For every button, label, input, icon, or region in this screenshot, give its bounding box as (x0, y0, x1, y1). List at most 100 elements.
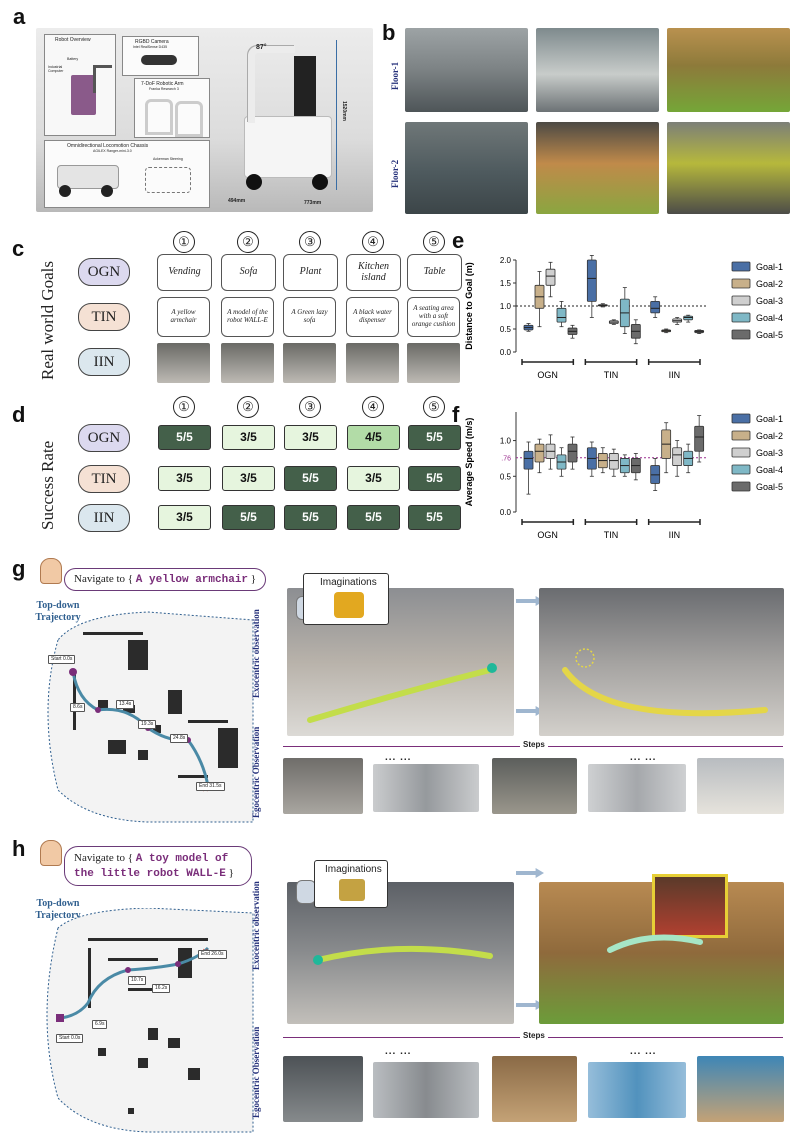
ogn-goal-box: Table (407, 254, 462, 291)
success-rate-cell: 3/5 (347, 466, 400, 491)
ogn-goal-box: Vending (157, 254, 212, 291)
nav-instruction-g: Navigate to { A yellow armchair } (64, 568, 267, 591)
path-arrow-g2 (562, 648, 768, 717)
height-label: 1520mm (341, 100, 348, 122)
row-iin-d: IIN (78, 504, 130, 532)
floor2-photo-1 (405, 122, 528, 214)
industrial-label: Industrial Computer (48, 65, 64, 73)
y-tick-label: 1.5 (500, 279, 512, 288)
robot-photo: Robot Overview Industrial Computer Batte… (36, 28, 373, 212)
person-icon (40, 558, 62, 584)
wheel-icon (59, 185, 71, 197)
legend-label: Goal-5 (756, 330, 783, 340)
tin-goal-box: A yellow armchair (157, 297, 210, 337)
topdown-label-h: Top-down Trajectory (35, 898, 81, 921)
group-label: IIN (669, 530, 681, 540)
time-4-h: 16.2s (152, 984, 171, 993)
y-tick-label: 2.0 (500, 256, 512, 265)
panel-label-c: c (12, 236, 25, 261)
legend-swatch (731, 430, 751, 441)
panel-label-e: e (452, 228, 465, 253)
arm-title: 7-DoF Robotic Arm (141, 81, 184, 87)
chassis-title: Omnidirectional Locomotion Chassis (67, 143, 149, 149)
robot-tower (294, 56, 316, 116)
goal-number-d: ③ (299, 396, 321, 418)
nav-instruction-h: Navigate to { A toy model of the little … (64, 846, 252, 886)
time-2-g: 8.6s (70, 703, 86, 712)
camera-title: RGBD Camera (135, 39, 169, 45)
path-arrow-g (307, 663, 497, 723)
time-start-h: Start 0.0s (56, 1034, 84, 1043)
exo-label-g: Exocentric observation (251, 609, 262, 698)
row-iin-c: IIN (78, 348, 130, 376)
arm-icon-2 (175, 101, 203, 137)
success-rate-cell: 3/5 (222, 466, 275, 491)
box (650, 301, 661, 314)
box (534, 443, 545, 463)
dots-1-g: ... ... (385, 752, 412, 763)
panel-label-b: b (382, 20, 396, 45)
row-ogn-c: OGN (78, 258, 130, 286)
legend-label: Goal-2 (756, 431, 783, 441)
robot-wheel (312, 174, 328, 190)
row-tin-c: TIN (78, 303, 130, 331)
success-rate-cell: 5/5 (158, 425, 211, 450)
path-arrow-h (313, 945, 493, 965)
battery-label: Battery (67, 57, 79, 61)
chassis-box: Omnidirectional Locomotion Chassis AGILE… (44, 140, 210, 208)
arrow-right-icon (516, 1000, 544, 1010)
goal-number-c: ③ (299, 231, 321, 253)
person-icon (40, 840, 62, 866)
goal-number-d: ④ (362, 396, 384, 418)
dots-2-h: ... ... (630, 1046, 657, 1057)
arrow-right-icon (516, 868, 544, 878)
floor1-photo-1 (405, 28, 528, 112)
box (586, 259, 597, 302)
walle-inset-photo (652, 874, 728, 938)
time-end-g: End 31.5s (196, 782, 225, 791)
success-rate-cell: 3/5 (158, 466, 211, 491)
ego-photo-1-h (283, 1056, 363, 1122)
ego-photo-5-g (697, 758, 784, 814)
ego-label-h: Egocentric Observation (251, 1026, 262, 1118)
ogn-goal-box: Sofa (221, 254, 276, 291)
ego-photo-1-g (283, 758, 363, 814)
floor1-photo-2 (536, 28, 659, 112)
y-tick-label: 0.5 (500, 325, 512, 334)
y-tick-label: 1.0 (500, 437, 512, 446)
goal-number-d: ② (237, 396, 259, 418)
width-label: 494mm (228, 198, 246, 204)
topdown-map-h: ✕ (46, 908, 254, 1133)
nav-target: A yellow armchair (135, 574, 249, 586)
nav-suffix: } (228, 867, 234, 879)
floor1-photo-3 (667, 28, 790, 112)
arm-model: Franka Research 3 (149, 87, 179, 91)
ego-photo-2-g (373, 764, 479, 812)
row-tin-d: TIN (78, 465, 130, 493)
arrow-right-icon (516, 596, 544, 606)
box (567, 443, 578, 463)
y-tick-label: 0.5 (500, 472, 512, 481)
armchair-image (334, 592, 364, 618)
camera-model: Intel RealSense D435 (133, 45, 168, 49)
ego-photo-2-h (373, 1062, 479, 1118)
success-rate-cell: 5/5 (408, 505, 461, 530)
goal-number-d: ① (173, 396, 195, 418)
ogn-goal-box: Plant (283, 254, 338, 291)
camera-icon (141, 55, 177, 65)
camera-box: RGBD Camera Intel RealSense D435 (122, 36, 199, 76)
legend-label: Goal-1 (756, 414, 783, 424)
reference-label: .76 (501, 456, 511, 463)
box (672, 447, 683, 466)
imaginations-label: Imaginations (320, 577, 377, 588)
ogn-goal-box: Kitchen island (346, 254, 401, 291)
box (608, 453, 619, 470)
ego-label-g: Egocentric Observation (251, 726, 262, 818)
box (694, 425, 705, 452)
group-label: IIN (669, 370, 681, 380)
box (556, 307, 567, 323)
ego-photo-4-g (588, 764, 686, 812)
nav-suffix: } (250, 573, 257, 585)
floor1-label: Floor-1 (390, 61, 400, 90)
legend-swatch (731, 261, 751, 272)
